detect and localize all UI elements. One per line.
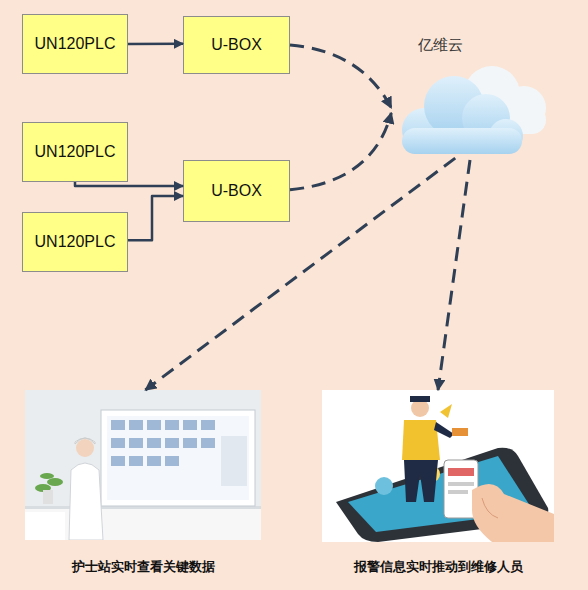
cloud-shape (388, 58, 552, 160)
cloud-heading: 亿维云 (418, 36, 463, 55)
box-label: U-BOX (211, 36, 262, 54)
picture-caption: 报警信息实时推动到维修人员 (312, 558, 564, 576)
device-box: UN120PLC (22, 212, 128, 272)
box-label: UN120PLC (35, 233, 116, 251)
solid-arrow (128, 43, 183, 46)
dashed-arrow (290, 45, 391, 108)
dashed-arrow (290, 113, 391, 190)
device-box: UN120PLC (22, 122, 128, 182)
cloud-node: 亿维云 (388, 36, 552, 160)
repair-illustration (322, 390, 554, 542)
box-label: U-BOX (211, 182, 262, 200)
device-box: U-BOX (183, 16, 290, 74)
box-label: UN120PLC (35, 35, 116, 53)
box-label: UN120PLC (35, 143, 116, 161)
dashed-arrow (145, 158, 455, 390)
solid-arrow (75, 182, 183, 186)
nurse-station-illustration (25, 390, 261, 540)
solid-arrow (128, 196, 183, 240)
dashed-arrow (438, 160, 470, 390)
picture-node: 报警信息实时推动到维修人员 (322, 390, 554, 576)
picture-node: 护士站实时查看关键数据 (25, 390, 261, 576)
device-box: UN120PLC (22, 14, 128, 74)
picture-caption: 护士站实时查看关键数据 (15, 558, 271, 576)
device-box: U-BOX (183, 160, 290, 222)
